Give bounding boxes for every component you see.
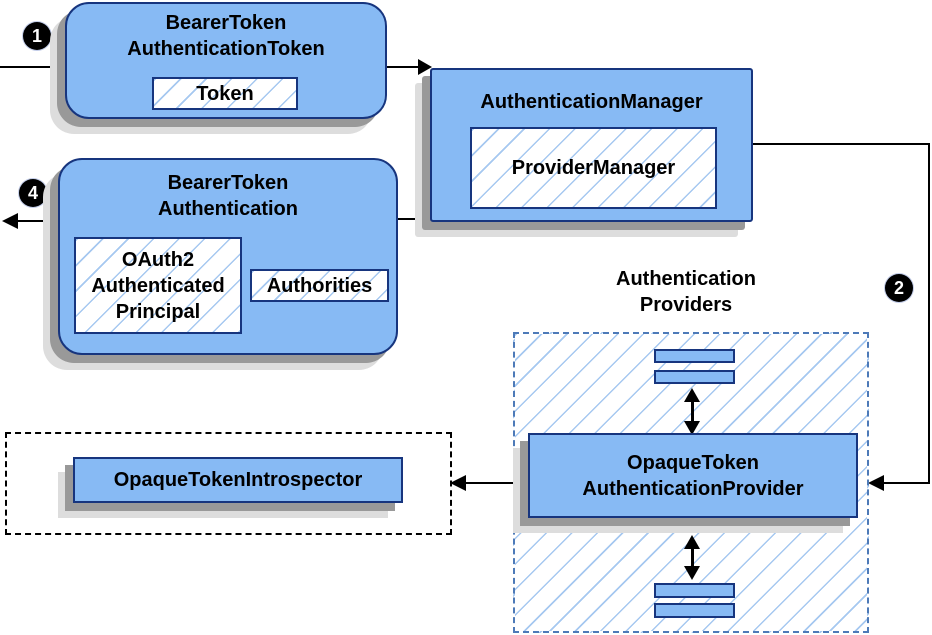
provider-to-introspector-line [466, 482, 528, 484]
node-opaque-token-authentication-provider: OpaqueToken AuthenticationProvider [528, 433, 858, 518]
arrow-shaft [690, 402, 694, 421]
node-oauth2-authenticated-principal: OAuth2 Authenticated Principal [74, 237, 242, 334]
node-title: BearerToken AuthenticationToken [127, 12, 325, 60]
node-bearer-token-authentication: BearerToken Authentication OAuth2 Authen… [58, 158, 398, 355]
arrowhead-down-icon [684, 566, 700, 580]
arrowhead-up-icon [684, 388, 700, 402]
node-title: OpaqueTokenIntrospector [113, 469, 363, 491]
step-badge-1: 1 [23, 22, 51, 50]
authentication-out-line [18, 220, 58, 222]
arrowhead-left-icon [450, 475, 466, 491]
step-badge-2: 2 [885, 274, 913, 302]
node-title: AuthenticationManager [480, 91, 703, 113]
node-title: OpaqueToken AuthenticationProvider [582, 451, 804, 500]
arrowhead-left-icon [2, 213, 18, 229]
arrowhead-left-icon [868, 475, 884, 491]
provider-stack-item [654, 370, 735, 384]
token-to-manager-line [386, 66, 418, 68]
manager-to-provider-line-top [753, 143, 930, 145]
node-label: Authorities [266, 274, 373, 297]
authentication-providers-container: OpaqueToken AuthenticationProvider [513, 332, 869, 633]
arrowhead-right-icon [418, 59, 432, 75]
node-title: BearerToken Authentication [158, 172, 298, 220]
node-authorities: Authorities [250, 269, 389, 302]
provider-stack-item [654, 603, 735, 618]
node-bearer-token-authentication-token: BearerToken AuthenticationToken Token [65, 2, 387, 119]
opaque-token-introspector-container: OpaqueTokenIntrospector [5, 432, 452, 535]
manager-to-provider-line-right [928, 143, 930, 484]
provider-stack-item [654, 349, 735, 363]
node-provider-manager: ProviderManager [470, 127, 717, 209]
manager-to-provider-line-bottom [884, 482, 930, 484]
double-arrow-top [684, 388, 700, 435]
node-token: Token [152, 77, 298, 110]
node-label: OAuth2 Authenticated Principal [91, 248, 225, 323]
node-authentication-manager: AuthenticationManager ProviderManager [430, 68, 753, 222]
step-badge-4: 4 [19, 179, 47, 207]
arrow-shaft [690, 549, 694, 566]
arrowhead-down-icon [684, 421, 700, 435]
arrowhead-up-icon [684, 535, 700, 549]
manager-to-authentication-line [398, 218, 432, 220]
node-label: Token [196, 82, 254, 105]
provider-stack-item [654, 583, 735, 598]
node-label: ProviderManager [511, 157, 676, 179]
node-opaque-token-introspector: OpaqueTokenIntrospector [73, 457, 403, 503]
double-arrow-bottom [684, 535, 700, 580]
request-in-line [0, 66, 67, 68]
authentication-providers-label: Authentication Providers [616, 268, 756, 316]
